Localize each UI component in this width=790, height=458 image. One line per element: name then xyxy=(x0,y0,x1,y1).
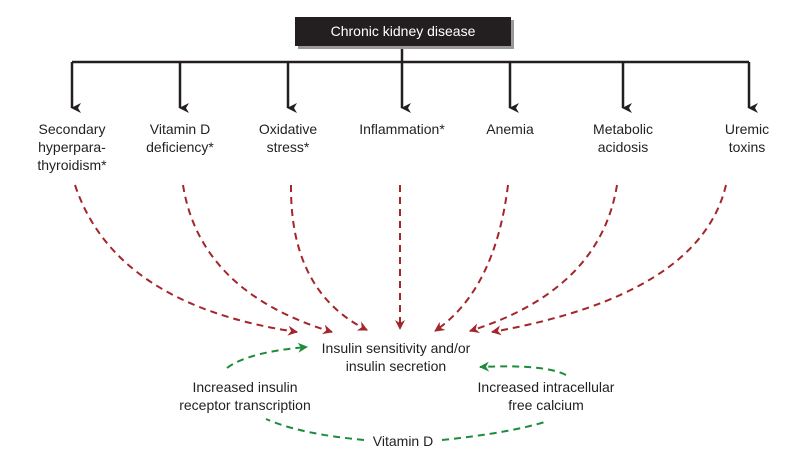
red-arrow-metabolic-acidosis xyxy=(469,184,618,334)
cause-secondary-hyperparathyroidism: Secondary hyperpara- thyroidism* xyxy=(22,120,122,174)
cause-label-line: stress* xyxy=(266,139,310,155)
mechanism-label-line: Increased insulin xyxy=(192,379,298,395)
red-arrow-vitamin-d-deficiency xyxy=(182,184,333,335)
cause-label-line: toxins xyxy=(728,139,766,155)
green-arrow-right-mechanism-to-outcome xyxy=(479,361,567,376)
vitamin-d-feedback-loop xyxy=(226,342,567,441)
mechanism-label-line: free calcium xyxy=(508,397,584,413)
cause-label-line: Oxidative xyxy=(258,121,318,137)
cause-label-line: Secondary xyxy=(38,121,106,137)
green-arrow-left-mechanism-to-outcome xyxy=(226,342,308,369)
cause-inflammation: Inflammation* xyxy=(342,120,462,138)
cause-label-line: deficiency* xyxy=(146,139,214,155)
mechanism-label-line: receptor transcription xyxy=(179,397,311,413)
ckd-connector-tree xyxy=(70,46,758,113)
cause-oxidative-stress: Oxidative stress* xyxy=(238,120,338,156)
cause-vitamin-d-deficiency: Vitamin D deficiency* xyxy=(130,120,230,156)
outcome-insulin-sensitivity: Insulin sensitivity and/or insulin secre… xyxy=(300,339,492,375)
cause-label-line: Metabolic xyxy=(593,121,653,137)
red-arrow-anemia xyxy=(434,184,509,332)
mechanism-increased-intracellular-free-calcium: Increased intracellular free calcium xyxy=(464,378,628,414)
outcome-label-line: insulin secretion xyxy=(345,358,447,374)
causes-to-outcome-arrows xyxy=(74,184,727,336)
cause-label-line: Anemia xyxy=(486,121,534,137)
cause-metabolic-acidosis: Metabolic acidosis xyxy=(573,120,673,156)
chronic-kidney-disease-box: Chronic kidney disease xyxy=(295,17,511,46)
red-arrow-uremic-toxins xyxy=(491,184,727,336)
green-arc-vitamin-d-to-left-mechanism xyxy=(265,418,365,441)
outcome-label-line: Insulin sensitivity and/or xyxy=(321,340,471,356)
cause-label-line: acidosis xyxy=(597,139,649,155)
red-arrow-oxidative-stress xyxy=(289,184,368,331)
cause-label-line: Uremic xyxy=(724,121,770,137)
cause-anemia: Anemia xyxy=(460,120,560,138)
red-arrow-secondary-hyperparathyroidism xyxy=(74,184,298,336)
cause-uremic-toxins: Uremic toxins xyxy=(697,120,790,156)
cause-label-line: thyroidism* xyxy=(37,157,107,173)
mechanism-label-line: Increased intracellular xyxy=(477,379,615,395)
mechanism-increased-insulin-receptor-transcription: Increased insulin receptor transcription xyxy=(165,378,325,414)
cause-label-line: hyperpara- xyxy=(38,139,106,155)
cause-label-line: Inflammation* xyxy=(359,121,445,137)
green-arc-vitamin-d-to-right-mechanism xyxy=(441,420,549,441)
cause-label-line: Vitamin D xyxy=(149,121,211,137)
vitamin-d-label: Vitamin D xyxy=(372,433,434,449)
